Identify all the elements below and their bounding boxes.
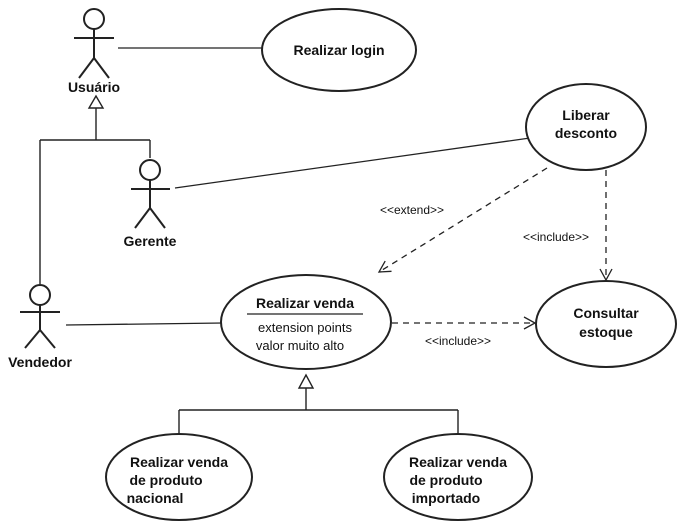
extension-point-valor-muito-alto: valor muito alto [256,338,344,353]
usecase-venda-nacional-label-2: de produto [129,472,202,488]
actor-usuario-label: Usuário [68,79,120,95]
usecase-liberar-desconto[interactable]: Liberar desconto [525,83,647,171]
usecase-venda-produto-nacional[interactable]: Realizar venda de produto nacional [105,433,253,521]
actor-usuario[interactable] [74,8,114,79]
usecase-liberar-desconto-label-1: Liberar [562,107,610,123]
usecase-venda-importado-label-2: de produto [409,472,482,488]
usecase-realizar-venda-title: Realizar venda [256,295,354,311]
usecase-liberar-desconto-label-2: desconto [555,125,617,141]
actor-vendedor-label: Vendedor [8,354,72,370]
usecase-venda-produto-importado[interactable]: Realizar venda de produto importado [383,433,533,521]
usecase-realizar-login-label: Realizar login [293,42,384,58]
include-label-top: <<include>> [523,230,589,244]
association-gerente-desconto [174,137,531,189]
extend-label: <<extend>> [380,203,444,217]
extension-points-heading: extension points [258,320,352,335]
generalization-actors [39,94,151,284]
usecase-venda-importado-label-1: Realizar venda [409,454,507,470]
actor-vendedor[interactable] [20,284,60,349]
usecase-venda-nacional-label-3: nacional [127,490,184,506]
usecase-realizar-login[interactable]: Realizar login [261,8,417,92]
usecase-venda-importado-label-3: importado [412,490,480,506]
actor-gerente-label: Gerente [124,233,177,249]
actor-gerente[interactable] [131,159,170,229]
usecase-consultar-estoque[interactable]: Consultar estoque [535,280,677,368]
extend-arrow [377,167,548,273]
association-vendedor-venda [65,322,224,326]
usecase-realizar-venda[interactable]: Realizar venda extension points valor mu… [220,274,392,370]
usecase-consultar-estoque-label-2: estoque [579,324,633,340]
include-label-bottom: <<include>> [425,334,491,348]
generalization-vendas [178,373,459,441]
usecase-consultar-estoque-label-1: Consultar [573,305,639,321]
usecase-venda-nacional-label-1: Realizar venda [130,454,228,470]
